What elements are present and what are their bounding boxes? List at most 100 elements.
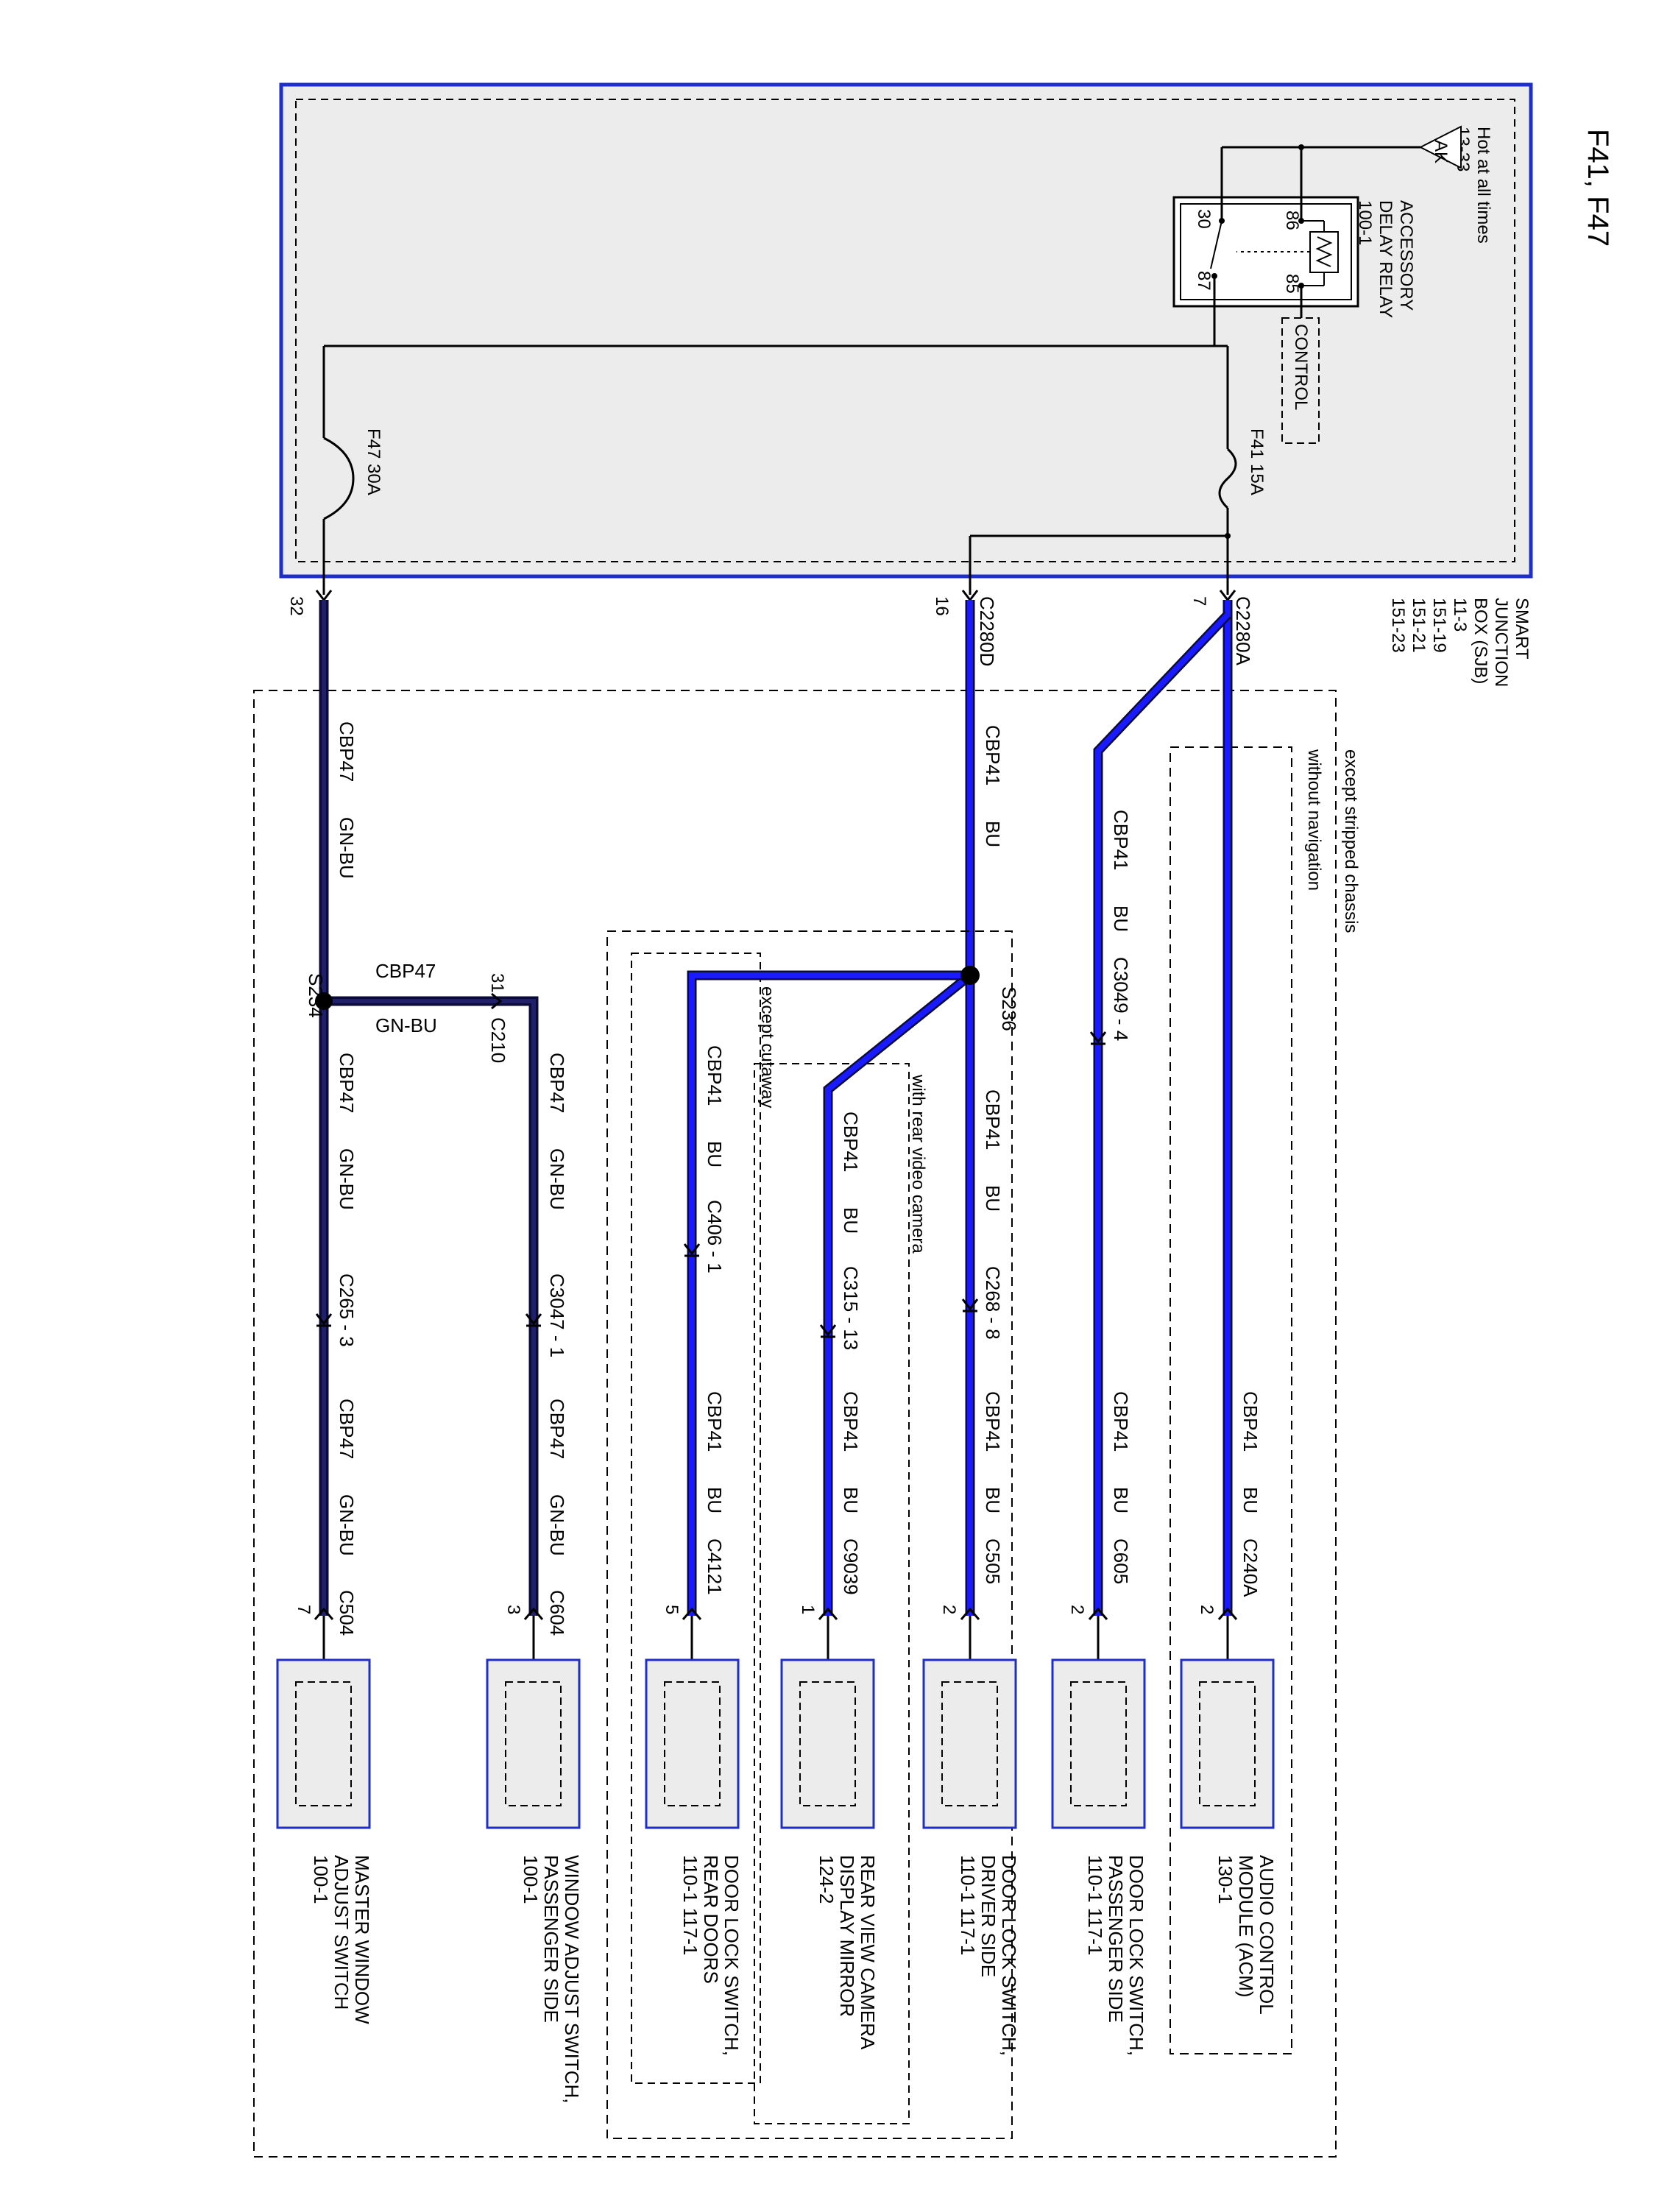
- component-door-lock-driver: [922, 1658, 1017, 1829]
- with-rear-video-label: with rear video camera: [908, 1074, 928, 1254]
- svg-text:C505: C505: [982, 1538, 1004, 1584]
- svg-text:CBP47: CBP47: [336, 1399, 358, 1459]
- except-cutaway-region: [631, 953, 761, 2084]
- acm-wire-label: CBP41 BU C240A: [1239, 1391, 1262, 1597]
- svg-text:REAR VIEW CAMERA: REAR VIEW CAMERA: [857, 1855, 879, 2050]
- svg-text:CBP41: CBP41: [840, 1112, 862, 1172]
- c268-connector: [961, 1298, 979, 1312]
- pin-87-label: 87: [1194, 271, 1214, 291]
- svg-text:CBP47: CBP47: [546, 1399, 568, 1459]
- c240a-pin-label: 2: [1197, 1605, 1217, 1614]
- svg-text:BU: BU: [840, 1207, 862, 1234]
- except-stripped-label: except stripped chassis: [1341, 749, 1361, 933]
- relay-label: ACCESSORY DELAY RELAY 100-1: [1355, 200, 1416, 318]
- pin-86-label: 86: [1282, 211, 1302, 230]
- svg-text:110-1 117-1: 110-1 117-1: [679, 1855, 701, 1955]
- svg-text:DOOR LOCK SWITCH,: DOOR LOCK SWITCH,: [998, 1855, 1020, 2056]
- control-label: CONTROL: [1291, 324, 1311, 410]
- door-pass-lower-wire-label: CBP41 BU C605: [1110, 1391, 1132, 1584]
- svg-text:GN-BU: GN-BU: [336, 817, 358, 879]
- svg-text:100-1: 100-1: [310, 1855, 332, 1904]
- c4121-pin-label: 5: [662, 1605, 682, 1614]
- svg-text:WINDOW ADJUST SWITCH,: WINDOW ADJUST SWITCH,: [561, 1855, 583, 2104]
- svg-text:BU: BU: [1239, 1487, 1262, 1513]
- svg-text:130-1: 130-1: [1214, 1855, 1236, 1904]
- except-stripped-chassis-region: [253, 690, 1337, 2158]
- svg-text:CBP41: CBP41: [1239, 1391, 1262, 1452]
- pin-7-label: 7: [1189, 596, 1209, 606]
- wire-cbp41-rear-cam: [825, 972, 972, 1616]
- pin-32-label: 32: [286, 596, 306, 616]
- rear-cam-label: REAR VIEW CAMERA DISPLAY MIRROR 124-2: [815, 1855, 879, 2050]
- pin-30-label: 30: [1194, 209, 1214, 229]
- svg-text:BU: BU: [982, 1185, 1004, 1212]
- svg-text:C315 - 13: C315 - 13: [840, 1266, 862, 1350]
- c210-pin-label: 31: [487, 973, 507, 993]
- fuse-f41-icon: [1218, 448, 1237, 509]
- svg-text:GN-BU: GN-BU: [546, 1494, 568, 1556]
- svg-text:CBP47: CBP47: [546, 1053, 568, 1113]
- svg-text:151-23: 151-23: [1388, 598, 1408, 653]
- c604-pin-label: 3: [503, 1605, 523, 1614]
- svg-text:AUDIO CONTROL: AUDIO CONTROL: [1256, 1855, 1278, 2015]
- relay-inner-border: [1180, 203, 1352, 300]
- svg-text:REAR DOORS: REAR DOORS: [700, 1855, 722, 1984]
- component-master-window: [276, 1658, 371, 1829]
- master-win-upper-wire-label: CBP47 GN-BU C265 - 3: [336, 1053, 358, 1347]
- sjb-box: [279, 82, 1533, 579]
- svg-text:110-1 117-1: 110-1 117-1: [957, 1855, 979, 1955]
- svg-text:C605: C605: [1110, 1538, 1132, 1584]
- relay-86-node: [1298, 144, 1304, 150]
- door-pass-label: DOOR LOCK SWITCH, PASSENGER SIDE 110-1 1…: [1084, 1855, 1147, 2056]
- sjb-inner-dash: [295, 99, 1515, 562]
- svg-text:BU: BU: [1110, 905, 1132, 932]
- svg-text:JUNCTION: JUNCTION: [1491, 598, 1511, 687]
- svg-text:C504: C504: [336, 1590, 358, 1636]
- s234-branch-color-label: GN-BU: [375, 1014, 437, 1036]
- with-rear-video-region: [754, 1063, 910, 2124]
- svg-text:BU: BU: [704, 1487, 726, 1513]
- svg-text:CBP41: CBP41: [704, 1391, 726, 1452]
- svg-text:CBP41: CBP41: [840, 1391, 862, 1452]
- door-drv-label: DOOR LOCK SWITCH, DRIVER SIDE 110-1 117-…: [957, 1855, 1020, 2056]
- wire-cbp41-door-rear: [689, 972, 970, 1616]
- door-pass-upper-wire-label: CBP41 BU C3049 - 4: [1110, 810, 1132, 1041]
- control-box: [1281, 317, 1320, 444]
- win-pass-lower-wire-label: CBP47 GN-BU C604: [546, 1399, 568, 1636]
- svg-text:C9039: C9039: [840, 1538, 862, 1595]
- svg-text:C240A: C240A: [1239, 1538, 1262, 1597]
- door-rear-label: DOOR LOCK SWITCH, REAR DOORS 110-1 117-1: [679, 1855, 743, 2056]
- c2280d-label: C2280D: [976, 596, 998, 666]
- svg-text:DELAY RELAY: DELAY RELAY: [1376, 200, 1395, 318]
- sjb-cbp47-wire-label: CBP47 GN-BU: [336, 721, 358, 879]
- svg-text:124-2: 124-2: [815, 1855, 838, 1904]
- s236-region: [606, 930, 1013, 2139]
- svg-text:DOOR LOCK SWITCH,: DOOR LOCK SWITCH,: [1125, 1855, 1147, 2056]
- wire-cbp47-win: [324, 999, 536, 1616]
- c315-connector: [819, 1324, 837, 1338]
- svg-text:BU: BU: [840, 1487, 862, 1513]
- c210-connector: [491, 992, 503, 1010]
- svg-text:110-1 117-1: 110-1 117-1: [1084, 1855, 1106, 1955]
- svg-text:PASSENGER SIDE: PASSENGER SIDE: [1105, 1855, 1127, 2023]
- without-nav-label: without navigation: [1304, 749, 1324, 891]
- svg-text:SMART: SMART: [1512, 598, 1532, 660]
- svg-text:CBP41: CBP41: [982, 1391, 1004, 1452]
- svg-text:151-19: 151-19: [1429, 598, 1449, 653]
- win-pass-upper-wire-label: CBP47 GN-BU C3047 - 1: [546, 1053, 568, 1357]
- svg-text:DISPLAY MIRROR: DISPLAY MIRROR: [836, 1855, 858, 2017]
- component-door-lock-passenger: [1051, 1658, 1146, 1829]
- c9039-pin-label: 1: [798, 1605, 818, 1614]
- svg-text:11-3: 11-3: [1450, 598, 1470, 632]
- wire-cbp41-door-pass: [1095, 612, 1230, 1616]
- c3047-connector: [525, 1313, 542, 1327]
- svg-text:C406 - 1: C406 - 1: [704, 1200, 726, 1273]
- ak-symbol-label: AK: [1431, 140, 1451, 163]
- acm-label: AUDIO CONTROL MODULE (ACM) 130-1: [1214, 1855, 1278, 2015]
- svg-text:C3047 - 1: C3047 - 1: [546, 1273, 568, 1357]
- svg-text:Hot at all times: Hot at all times: [1473, 127, 1493, 244]
- component-door-lock-rear: [645, 1658, 740, 1829]
- svg-text:CBP41: CBP41: [982, 725, 1004, 785]
- svg-text:DRIVER SIDE: DRIVER SIDE: [977, 1855, 999, 1977]
